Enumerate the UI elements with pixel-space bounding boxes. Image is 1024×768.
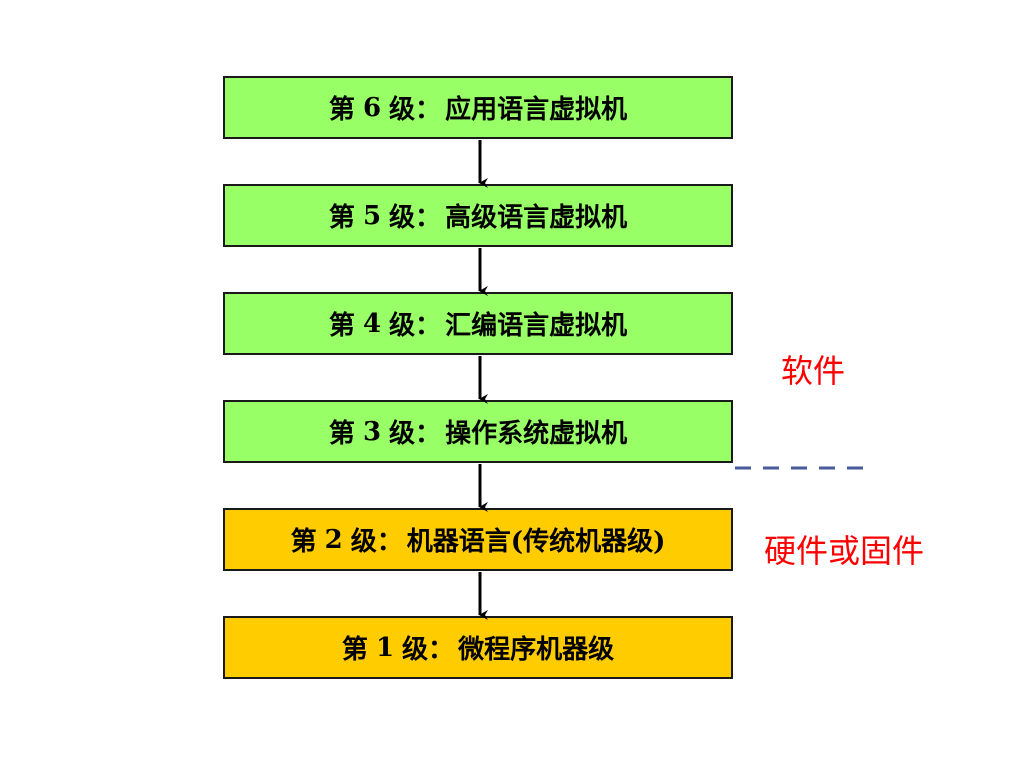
level-6-number: 6 xyxy=(362,92,382,123)
level-3-name: 操作系统虚拟机 xyxy=(445,419,628,449)
level-6-suffix: 级 xyxy=(389,95,416,125)
level-2-prefix: 第 xyxy=(290,527,317,557)
level-1-suffix: 级 xyxy=(402,635,429,665)
level-2-box: 第 2 级 ： 机器语言(传统机器级) xyxy=(223,508,733,571)
level-2-separator: ： xyxy=(376,527,403,557)
level-6-prefix: 第 xyxy=(328,95,355,125)
level-5-separator: ： xyxy=(415,203,442,233)
level-6-box: 第 6 级 ： 应用语言虚拟机 xyxy=(223,76,733,139)
level-3-prefix: 第 xyxy=(328,419,355,449)
level-4-box: 第 4 级 ： 汇编语言虚拟机 xyxy=(223,292,733,355)
software-label: 软件 xyxy=(781,352,846,390)
level-4-name: 汇编语言虚拟机 xyxy=(445,311,628,341)
level-4-separator: ： xyxy=(415,311,442,341)
level-2-name: 机器语言(传统机器级) xyxy=(406,527,666,557)
hardware-firmware-label: 硬件或固件 xyxy=(764,532,925,570)
level-5-prefix: 第 xyxy=(328,203,355,233)
level-1-separator: ： xyxy=(428,635,455,665)
level-2-suffix: 级 xyxy=(350,527,377,557)
level-4-number: 4 xyxy=(362,308,382,339)
level-5-box: 第 5 级 ： 高级语言虚拟机 xyxy=(223,184,733,247)
level-2-number: 2 xyxy=(324,524,343,555)
level-6-separator: ： xyxy=(415,95,442,125)
level-4-suffix: 级 xyxy=(389,311,416,341)
level-5-number: 5 xyxy=(362,200,382,231)
level-5-name: 高级语言虚拟机 xyxy=(445,203,628,233)
level-5-suffix: 级 xyxy=(389,203,416,233)
level-3-box: 第 3 级 ： 操作系统虚拟机 xyxy=(223,400,733,463)
level-3-suffix: 级 xyxy=(389,419,416,449)
level-6-name: 应用语言虚拟机 xyxy=(445,95,628,125)
level-1-name: 微程序机器级 xyxy=(458,635,615,665)
level-1-prefix: 第 xyxy=(341,635,368,665)
level-4-prefix: 第 xyxy=(328,311,355,341)
level-1-number: 1 xyxy=(375,632,395,663)
level-3-separator: ： xyxy=(415,419,442,449)
level-1-box: 第 1 级 ： 微程序机器级 xyxy=(223,616,733,679)
level-3-number: 3 xyxy=(362,416,382,447)
